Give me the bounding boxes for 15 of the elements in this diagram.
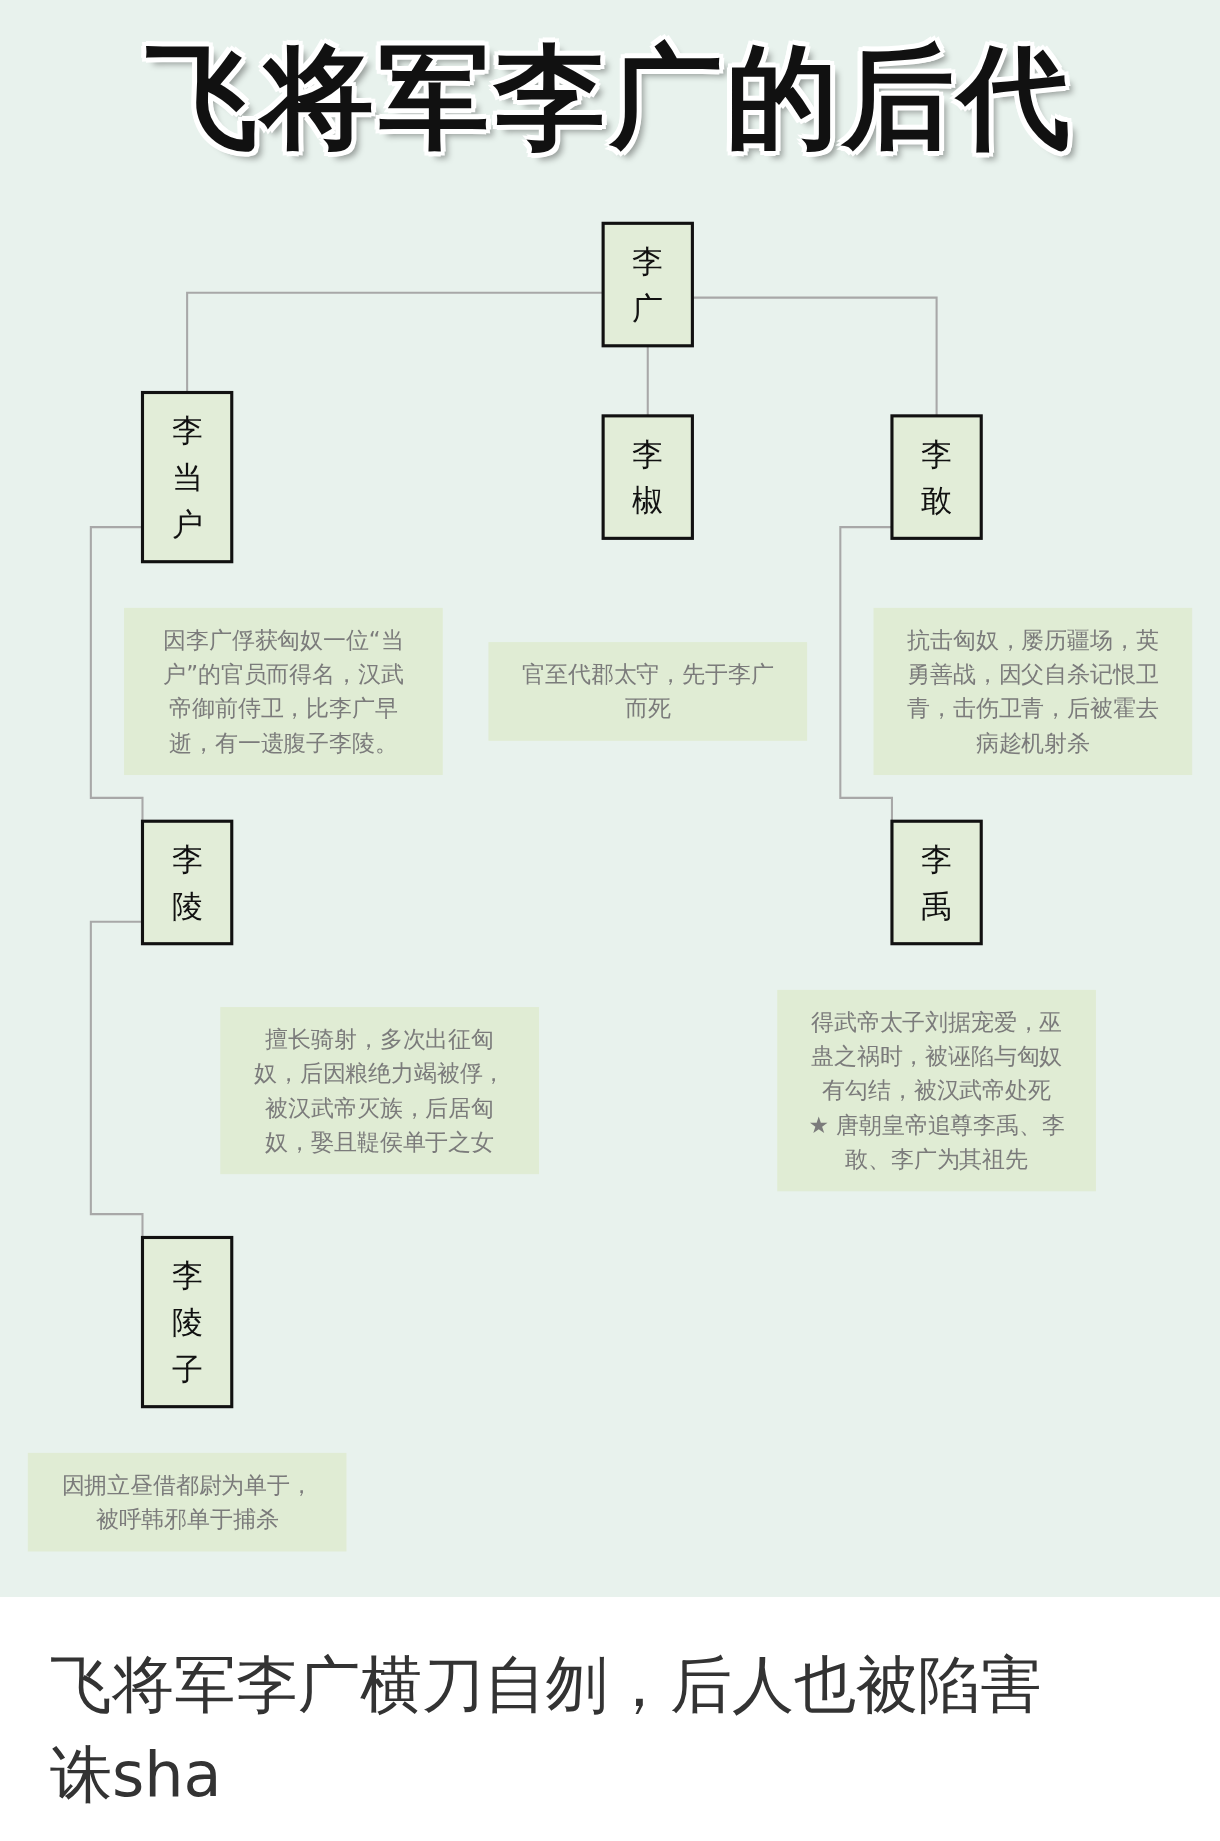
node-box: 抗击匈奴，屡历疆场，英勇善战，因父自杀记恨卫青，击伤卫青，后被霍去病趁机射杀 [873, 607, 1193, 776]
node-box: 李陵子 [140, 1235, 234, 1409]
node-box: 因李广俘获匈奴一位“当户”的官员而得名，汉武帝御前侍卫，比李广早逝，有一遗腹子李陵。 [124, 607, 443, 776]
node-box: 李椒 [601, 414, 694, 540]
caption: 飞将军李广横刀自刎，后人也被陷害诛sha [50, 1647, 1043, 1813]
node-box: 李广 [601, 221, 694, 348]
node-box: 李敢 [890, 414, 983, 540]
node-box: 得武帝太子刘据宠爱，巫蛊之祸时，被诬陷与匈奴有勾结，被汉武帝处死 ★ 唐朝皇帝追尊李禹、李敢、李广为其祖先 [777, 989, 1096, 1192]
node-box: 官至代郡太守，先于李广而死 [488, 642, 808, 741]
node-box: 擅长骑射，多次出征匈奴，后因粮绝力竭被俘，被汉武帝灭族，后居匈奴，娶且鞮侯单于之女 [220, 1007, 539, 1175]
node-box: 因拥立昼借都尉为单于，被呼韩邪单于捕杀 [27, 1452, 347, 1552]
node-box: 李禹 [890, 819, 983, 946]
node-box: 李当户 [140, 390, 234, 564]
title: 飞将军李广的后代 [146, 31, 1074, 164]
node-box: 李陵 [140, 819, 234, 946]
